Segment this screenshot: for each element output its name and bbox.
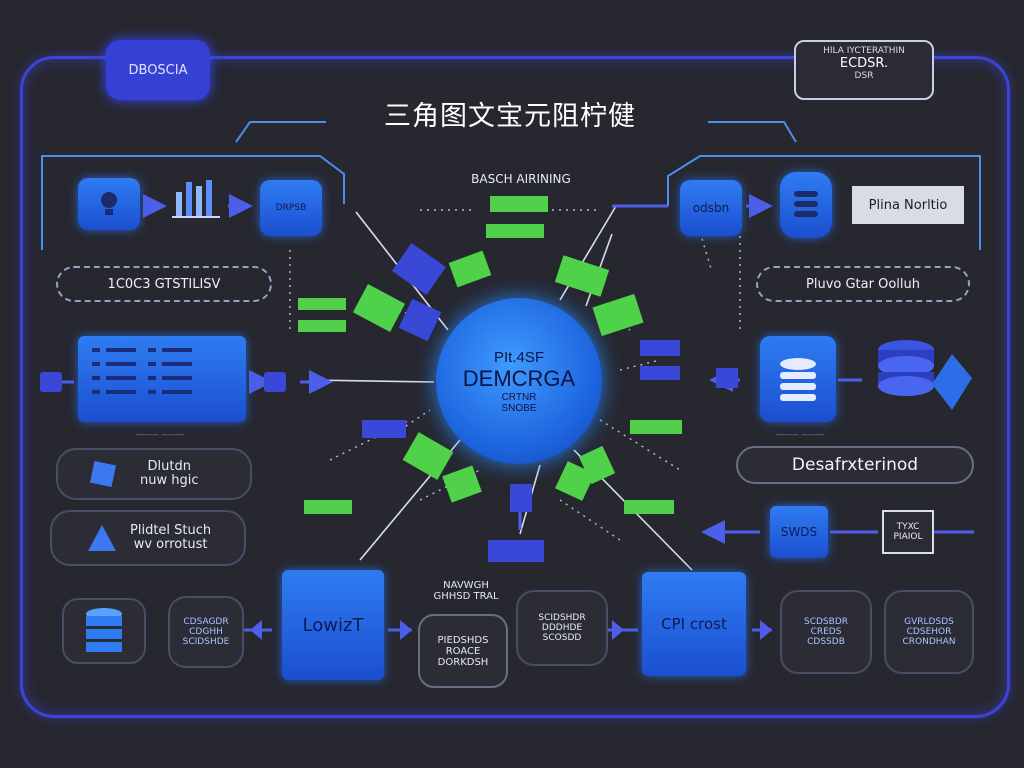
app-badge-label: DBOSCIA (128, 62, 188, 78)
left-port-2 (264, 372, 286, 392)
list-item: CDSAGDR (183, 617, 229, 627)
list-item: SCIDSHDR (538, 613, 586, 623)
lowizt-node[interactable]: LowizT (282, 570, 384, 680)
cube-icon (89, 460, 117, 488)
navy-block (640, 340, 680, 356)
corner-line-1: HILA IYCTERATHIN (823, 46, 905, 56)
hub-line-3: CRTNR (501, 391, 537, 403)
list-item: SCIDSHDE (182, 637, 230, 647)
mid-pill[interactable]: PIEDSHDS ROACE DORKDSH (418, 614, 508, 688)
corner-line-3: DSR (854, 71, 874, 81)
bottom-db-pill[interactable] (62, 598, 146, 664)
bottom-left-list[interactable]: CDSAGDR CDGHH SCIDSHDE (168, 596, 244, 668)
card-plidtel-line1: Plidtel Stuch (130, 523, 212, 538)
card-plidtel[interactable]: Plidtel Stuch wv orrotust (50, 510, 246, 566)
navy-block (640, 366, 680, 380)
data-table-panel[interactable] (78, 336, 246, 422)
bottom-mid-list[interactable]: SCIDSHDR DDDHDE SCOSDD (516, 590, 608, 666)
bottom-right-list-1[interactable]: SCDSBDR CREDS CDSSDB (780, 590, 872, 674)
panel-caption: -------- -------- (135, 430, 185, 439)
hub-node[interactable]: PIt.4SF DEMCRGA CRTNR SNOBE (436, 298, 602, 464)
bottom-right-list-2[interactable]: GVRLDSDS CDSEHOR CRONDHAN (884, 590, 974, 674)
left-dashed-label-text: 1C0C3 GTSTILISV (107, 276, 221, 292)
database-icon (760, 336, 836, 422)
small-box: TYXC PIAIOL (882, 510, 934, 554)
mid-label: NAVWGH GHHSD TRAL (418, 580, 514, 602)
center-top-label: BASCH AIRINING (471, 172, 571, 186)
corner-info-box: HILA IYCTERATHIN ECDSR. DSR (794, 40, 934, 100)
chip-odsbn-label: odsbn (692, 201, 730, 215)
list-item: CRONDHAN (902, 637, 956, 647)
lightbulb-icon (78, 178, 140, 230)
hub-line-4: SNOBE (501, 402, 537, 414)
database-icon (780, 172, 832, 238)
page-title: 三角图文宝元阻柠健 (384, 101, 636, 132)
dark-tag-label: Plina Norltio (868, 197, 948, 213)
navy-block (716, 368, 738, 388)
green-block (298, 298, 346, 310)
right-dashed-label-text: Pluvo Gtar Oolluh (806, 276, 920, 292)
app-badge: DBOSCIA (106, 40, 210, 100)
green-block (486, 224, 544, 238)
list-item: CDSSDB (807, 637, 845, 647)
navy-block (488, 540, 544, 562)
database-stack-icon (872, 334, 976, 424)
list-item: CDSEHOR (906, 627, 952, 637)
cpi-crost-label: CPI crost (661, 615, 727, 633)
bar-chart-icon (172, 176, 220, 220)
navy-block (510, 484, 532, 512)
swds-node[interactable]: SWDS (770, 506, 828, 558)
list-item: CDGHH (189, 627, 223, 637)
card-dlutdn-line1: Dlutdn (147, 459, 191, 474)
database-node-label: DRPSB (275, 203, 307, 213)
green-block (624, 500, 674, 514)
hub-line-2: DEMCRGA (462, 365, 576, 391)
database-caption: -------- -------- (775, 430, 825, 439)
green-block (630, 420, 682, 434)
list-item: SCOSDD (542, 633, 582, 643)
card-plidtel-line2: wv orrotust (133, 537, 208, 552)
desc-pill-label: Desafrxterinod (791, 455, 919, 475)
card-dlutdn[interactable]: Dlutdn nuw hgic (56, 448, 252, 500)
main-frame (20, 56, 1010, 718)
green-block (304, 500, 352, 514)
list-item: CREDS (810, 627, 842, 637)
small-box-line1: TYXC (896, 522, 920, 532)
chip-odsbn[interactable]: odsbn (680, 180, 742, 236)
mid-label-line2: GHHSD TRAL (433, 591, 499, 602)
swds-label: SWDS (780, 525, 818, 539)
corner-line-2: ECDSR. (839, 56, 889, 71)
navy-block (362, 420, 406, 438)
database-icon (86, 608, 122, 652)
left-dashed-label: 1C0C3 GTSTILISV (56, 266, 272, 302)
lowizt-label: LowizT (302, 614, 364, 636)
small-box-line2: PIAIOL (893, 532, 923, 542)
mid-label-line1: NAVWGH (443, 580, 489, 591)
mid-pill-line3: DORKDSH (437, 656, 489, 668)
right-dashed-label: Pluvo Gtar Oolluh (756, 266, 970, 302)
hub-line-1: PIt.4SF (493, 348, 545, 366)
green-block (298, 320, 346, 332)
desc-pill[interactable]: Desafrxterinod (736, 446, 974, 484)
list-item: DDDHDE (541, 623, 583, 633)
database-node-left[interactable]: DRPSB (260, 180, 322, 236)
cpi-crost-node[interactable]: CPI crost (642, 572, 746, 676)
left-port (40, 372, 62, 392)
dark-tag: Plina Norltio (852, 186, 964, 224)
mid-pill-line2: ROACE (445, 645, 481, 657)
green-block (490, 196, 548, 212)
mid-pill-line1: PIEDSHDS (437, 634, 489, 646)
shield-icon (88, 525, 116, 551)
card-dlutdn-line2: nuw hgic (140, 473, 199, 488)
list-item: GVRLDSDS (904, 617, 954, 627)
list-item: SCDSBDR (804, 617, 848, 627)
